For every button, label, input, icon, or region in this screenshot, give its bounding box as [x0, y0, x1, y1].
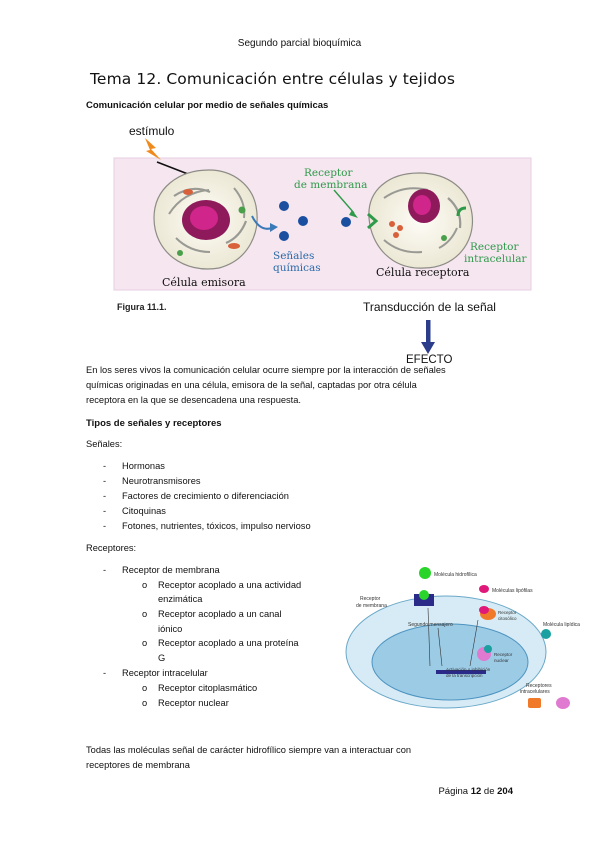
membrane-receptor-label-2: de membrana [356, 603, 387, 609]
small-molecule-icon [479, 585, 489, 593]
signals-label: Señales: [86, 439, 123, 449]
signal-molecule [279, 201, 289, 211]
signals-label-1: Señales [273, 250, 314, 262]
receiver-label: Célula receptora [376, 266, 470, 279]
signal-molecule [279, 231, 289, 241]
list-item: Neurotransmisores [122, 476, 201, 486]
list-item: Receptor acoplado a una proteína [158, 638, 299, 648]
list-item: Receptor intracelular [122, 668, 208, 678]
list-item: Factores de crecimiento o diferenciación [122, 491, 289, 501]
receptor-membrane-label-1: Receptor [304, 167, 353, 179]
stimulus-label: estímulo [129, 124, 175, 138]
list-item: Receptor citoplasmático [158, 683, 258, 693]
cytosolic-label-1: Receptor [498, 610, 517, 615]
intracellular-receptor-icon [528, 698, 541, 708]
nuclear-label-2: nuclear [494, 658, 509, 663]
figure-caption: Figura 11.1. [117, 302, 167, 312]
lightning-icon [145, 138, 161, 160]
hydrophilic-label: Molécula hidrofílica [434, 572, 477, 578]
nuclear-label-1: Receptor [494, 652, 513, 657]
list-item-continuation: G [158, 653, 166, 663]
intro-paragraph: En los seres vivos la comunicación celul… [86, 363, 446, 408]
transcription-label-1: Activación o inhibición [446, 667, 491, 672]
transduction-label: Transducción de la señal [363, 300, 496, 314]
lipid-molecule-icon [541, 629, 551, 639]
page-title: Tema 12. Comunicación entre células y te… [90, 70, 456, 88]
emitter-label: Célula emisora [162, 276, 246, 289]
dna-strand [436, 670, 486, 674]
page-number: Página 12 de 204 [438, 786, 513, 797]
transcription-label-2: de la transcripción [446, 673, 483, 678]
list-item: Citoquinas [122, 506, 166, 516]
receptors-label: Receptores: [86, 543, 137, 553]
intracellular-receptor-icon [556, 697, 570, 709]
list-item: Fotones, nutrientes, tóxicos, impulso ne… [122, 521, 311, 531]
small-molecule-label: Moléculas lipófilas [492, 588, 533, 594]
cell-communication-figure: estímulo Señales químicas Receptor de me… [113, 124, 532, 366]
emitter-cell [153, 169, 258, 270]
lipid-label: Molécula lipídica [543, 622, 580, 628]
receptor-membrane-label-2: de membrana [294, 179, 367, 191]
text-line: químicas originadas en una célula, emiso… [86, 380, 417, 390]
list-item: Receptor nuclear [158, 698, 229, 708]
membrane-receptor-icon [367, 212, 379, 230]
intracellular-receptors-label-2: intracelulares [520, 689, 550, 695]
list-item: Hormonas [122, 461, 165, 471]
signal-molecule [298, 216, 308, 226]
signals-label-2: químicas [273, 262, 321, 274]
second-messenger-label: Segundo mensajero [408, 622, 453, 628]
page-header: Segundo parcial bioquímica [237, 38, 362, 49]
text-line: Todas las moléculas señal de carácter hi… [86, 745, 412, 755]
list-item: Receptor acoplado a un canal [158, 609, 282, 619]
effect-label: EFECTO [406, 354, 452, 366]
intracellular-receptors-label-1: Receptores [526, 683, 552, 689]
intracellular-receptor-icon [456, 206, 467, 217]
cytosolic-label-2: citosólico [498, 616, 517, 621]
receiver-cell [367, 172, 474, 269]
text-line: receptora en la que se desencadena una r… [86, 395, 302, 405]
text-line: En los seres vivos la comunicación celul… [86, 365, 446, 375]
closing-paragraph: Todas las moléculas señal de carácter hi… [86, 743, 411, 773]
section-heading-communication: Comunicación celular por medio de señale… [86, 100, 329, 111]
list-item: Receptor de membrana [122, 565, 220, 575]
section-heading-types: Tipos de señales y receptores [86, 418, 222, 429]
down-arrow-icon [421, 342, 435, 354]
nucleus [371, 623, 529, 701]
list-item-continuation: iónico [158, 624, 183, 634]
list-item: Receptor acoplado a una actividad [158, 580, 302, 590]
receptor-types-figure: Molécula hidrofílica Moléculas lipófilas… [345, 567, 580, 709]
receptor-intracellular-label-2: intracelular [464, 253, 527, 265]
signal-molecule [341, 217, 351, 227]
text-line: receptores de membrana [86, 760, 190, 770]
membrane-receptor-label-1: Receptor [360, 596, 381, 602]
list-item-continuation: enzimática [158, 594, 203, 604]
hydrophilic-molecule-icon [419, 567, 431, 579]
receptor-intracellular-label-1: Receptor [470, 241, 519, 253]
